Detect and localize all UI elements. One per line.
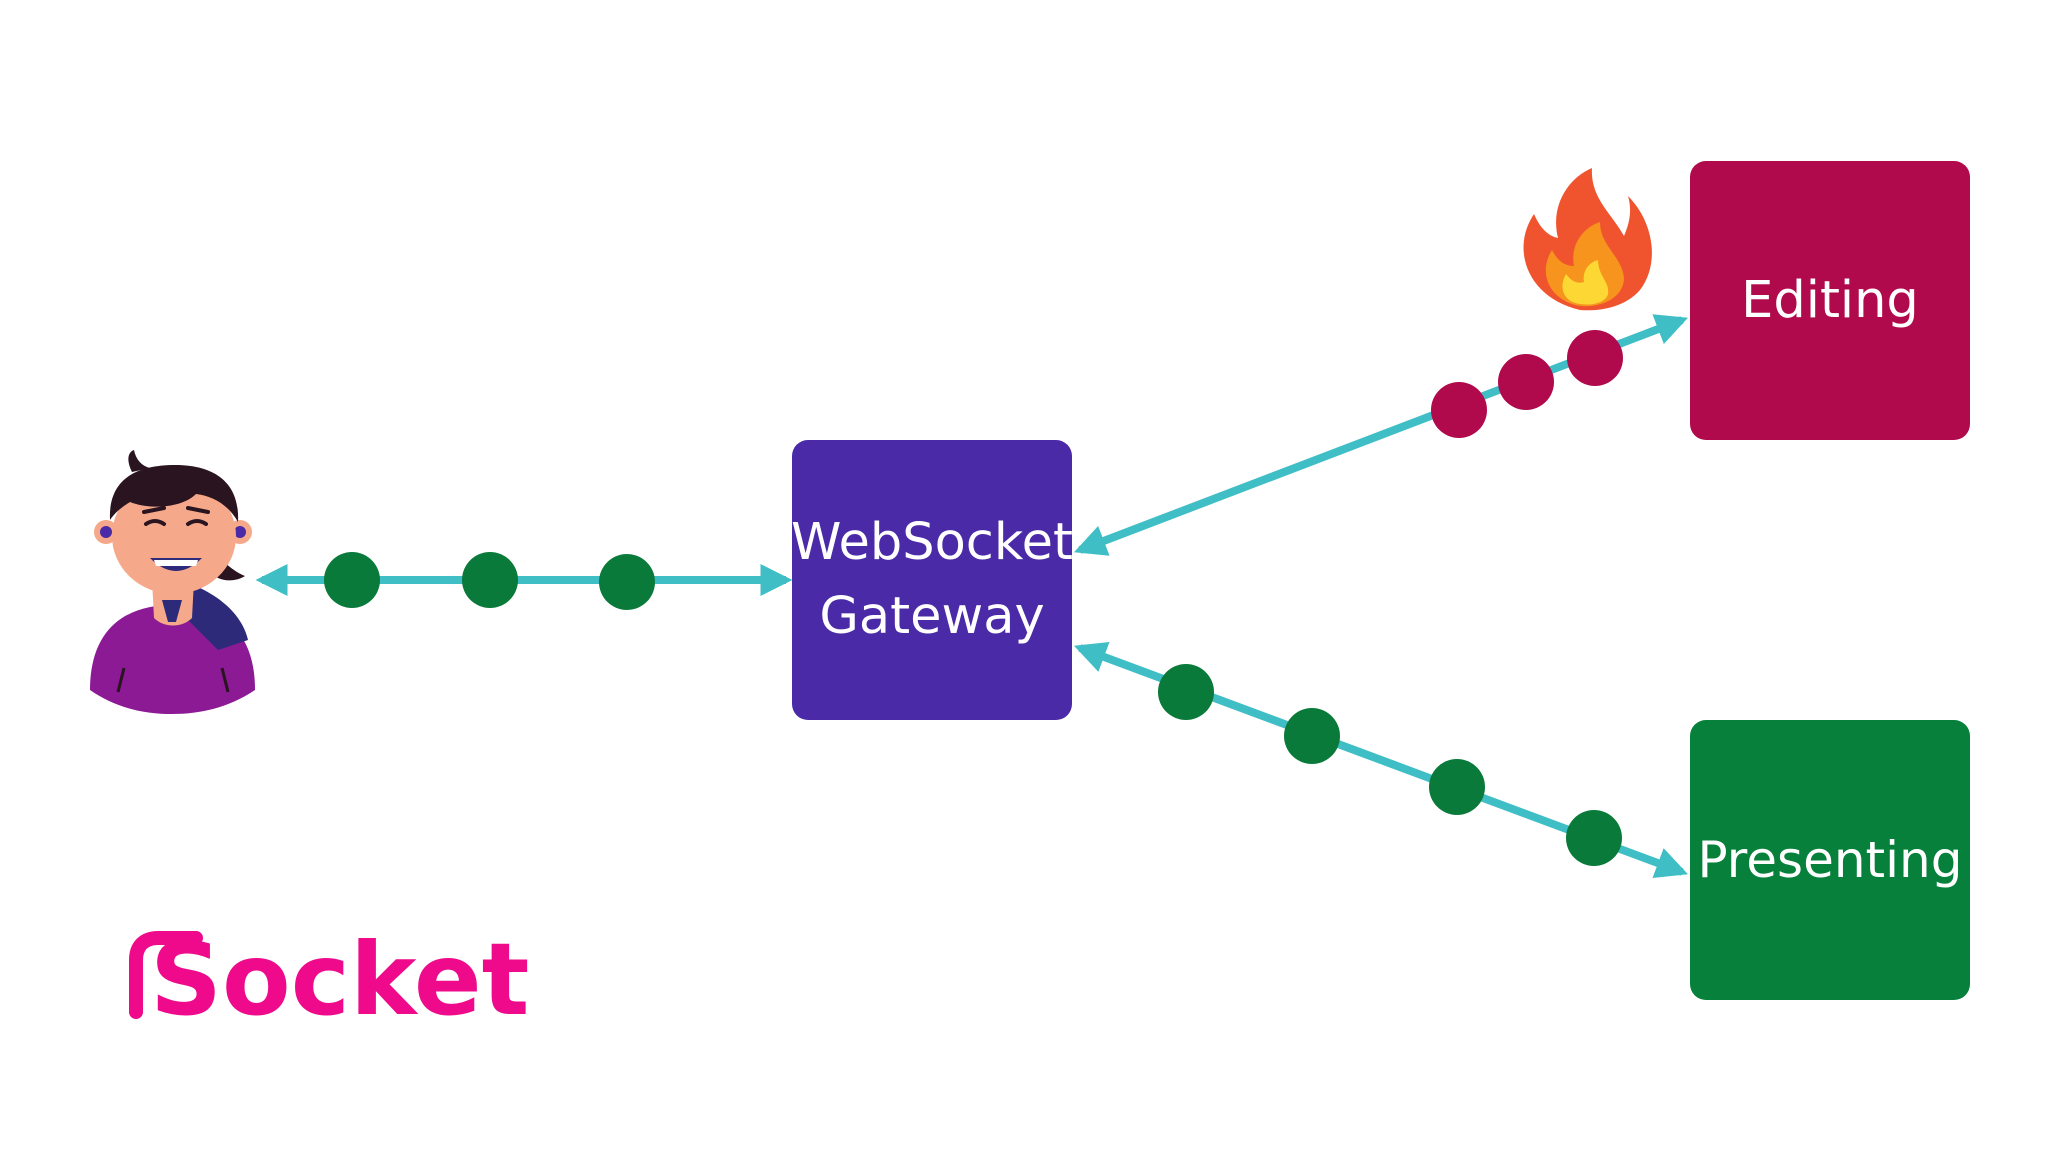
socket-logo-icon: Socket [129,921,529,1038]
message-dots-user [324,552,655,610]
gateway-node: WebSocket Gateway [791,440,1073,720]
message-dot [1566,810,1622,866]
message-dot [1158,664,1214,720]
presenting-label: Presenting [1697,830,1963,889]
fire-icon [1523,168,1652,311]
message-dots-presenting [1158,664,1622,866]
message-dot [462,552,518,608]
gateway-label: WebSocket Gateway [791,513,1073,646]
message-dot [1567,330,1623,386]
user-avatar-icon [90,450,255,714]
message-dot [1284,708,1340,764]
logo-wordmark: Socket [150,921,529,1038]
message-dots-editing [1431,330,1623,438]
message-dot [599,554,655,610]
message-dot [1498,354,1554,410]
message-dot [1429,759,1485,815]
message-dot [324,552,380,608]
editing-label: Editing [1741,270,1919,330]
message-dot [1431,382,1487,438]
presenting-node: Presenting [1690,720,1970,1000]
editing-node: Editing [1690,161,1970,440]
